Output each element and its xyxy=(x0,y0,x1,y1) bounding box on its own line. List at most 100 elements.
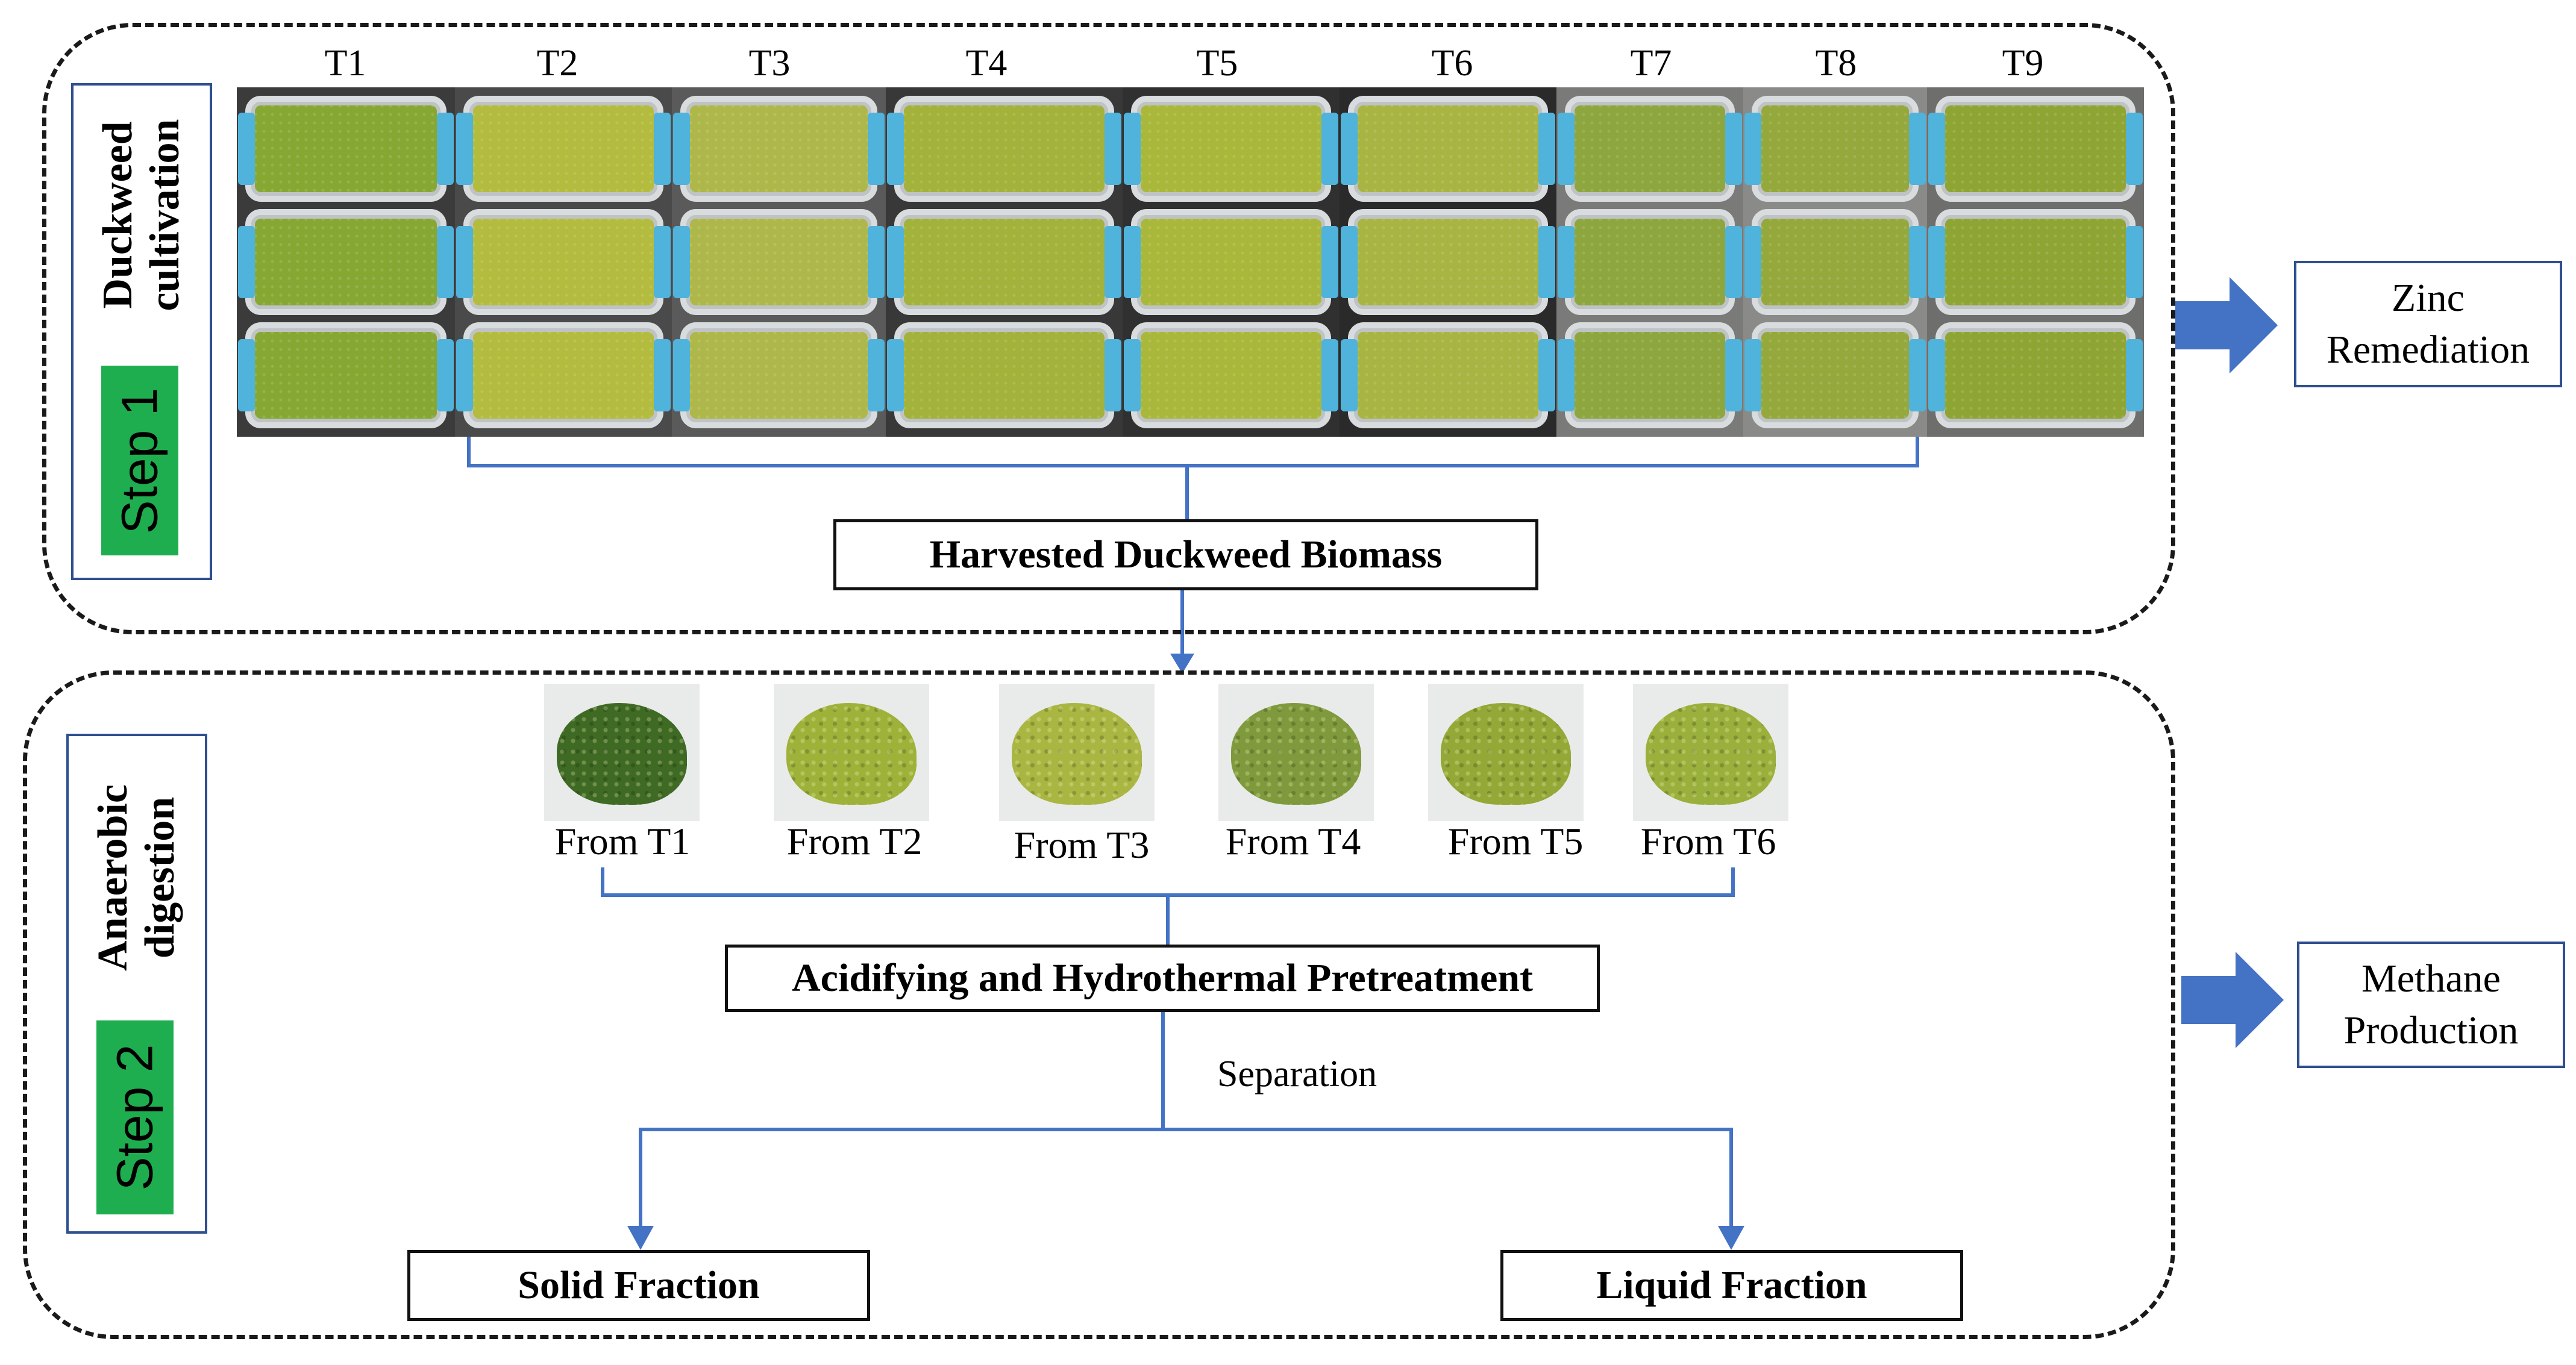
tray-clip xyxy=(1124,339,1141,411)
tray-column-5 xyxy=(1123,87,1340,437)
treatment-label-t9: T9 xyxy=(2002,43,2044,84)
tray-clip xyxy=(1105,339,1121,411)
tray-clip xyxy=(1744,339,1761,411)
duckweed-tray xyxy=(680,209,877,315)
sample-label-3: From T3 xyxy=(1014,823,1150,866)
tray-clip xyxy=(673,113,690,185)
duckweed-tray xyxy=(1348,96,1548,202)
biomass-pile xyxy=(786,702,917,805)
treatment-label-t6: T6 xyxy=(1431,43,1473,84)
duckweed-tray xyxy=(1565,209,1735,315)
duckweed-tray xyxy=(1131,322,1331,428)
step1-side-title: Duckweed cultivation xyxy=(95,119,188,311)
duckweed-tray xyxy=(1935,209,2136,315)
sample-photo-3 xyxy=(999,684,1155,821)
duckweed-tray xyxy=(245,96,447,202)
liquid-fraction-box: Liquid Fraction xyxy=(1500,1250,1963,1321)
sample-label-5: From T5 xyxy=(1447,820,1584,863)
zinc-remediation-box: Zinc Remediation xyxy=(2294,261,2562,387)
duckweed-tray xyxy=(1935,96,2136,202)
tray-clip xyxy=(887,339,904,411)
tray-clip xyxy=(1928,339,1945,411)
duckweed-tray xyxy=(463,96,663,202)
tray-clip xyxy=(437,113,454,185)
sample-photo-1 xyxy=(544,684,700,821)
step2-side-panel: Anaerobic digestion Step 2 xyxy=(66,734,207,1234)
biomass-pile xyxy=(556,702,688,805)
duckweed-tray-photo xyxy=(237,87,2144,437)
duckweed-tray xyxy=(463,209,663,315)
biomass-pile xyxy=(1440,702,1572,805)
tray-clip xyxy=(1558,339,1575,411)
tray-clip xyxy=(1558,226,1575,298)
duckweed-tray xyxy=(1565,96,1735,202)
tray-column-6 xyxy=(1340,87,1556,437)
sample-photo-4 xyxy=(1218,684,1374,821)
tray-clip xyxy=(238,339,255,411)
tray-clip xyxy=(868,113,885,185)
harvested-biomass-box: Harvested Duckweed Biomass xyxy=(833,519,1538,590)
tray-clip xyxy=(1928,226,1945,298)
tray-clip xyxy=(1538,226,1555,298)
duckweed-tray xyxy=(680,96,877,202)
treatment-label-t4: T4 xyxy=(965,43,1008,84)
tray-clip xyxy=(868,339,885,411)
step1-dashed-frame xyxy=(42,23,2175,634)
duckweed-tray xyxy=(1565,322,1735,428)
solid-arrowhead xyxy=(627,1226,654,1250)
sample-photo-6 xyxy=(1633,684,1788,821)
tray-column-8 xyxy=(1743,87,1927,437)
tray-clip xyxy=(673,339,690,411)
tray-clip xyxy=(654,113,671,185)
duckweed-tray xyxy=(894,96,1114,202)
harvest-arrowhead xyxy=(1170,654,1194,673)
tray-clip xyxy=(887,226,904,298)
duckweed-tray xyxy=(1131,96,1331,202)
treatment-label-t1: T1 xyxy=(324,43,366,84)
duckweed-tray xyxy=(463,322,663,428)
liquid-arrowhead xyxy=(1718,1226,1744,1250)
step2-badge: Step 2 xyxy=(96,1020,174,1214)
duckweed-tray xyxy=(894,322,1114,428)
solid-fraction-box: Solid Fraction xyxy=(407,1250,870,1321)
tray-column-7 xyxy=(1556,87,1743,437)
treatment-label-t5: T5 xyxy=(1196,43,1238,84)
tray-clip xyxy=(673,226,690,298)
tray-clip xyxy=(1341,113,1358,185)
tray-clip xyxy=(456,113,473,185)
biomass-pile xyxy=(1011,702,1142,805)
tray-clip xyxy=(1909,226,1926,298)
sample-photo-5 xyxy=(1428,684,1584,821)
tray-clip xyxy=(1725,226,1742,298)
tray-clip xyxy=(1124,226,1141,298)
tray-clip xyxy=(1538,113,1555,185)
step1-side-panel: Duckweed cultivation Step 1 xyxy=(71,83,212,580)
duckweed-tray xyxy=(1348,322,1548,428)
tray-clip xyxy=(1909,339,1926,411)
duckweed-tray xyxy=(894,209,1114,315)
tray-clip xyxy=(1558,113,1575,185)
pretreatment-box: Acidifying and Hydrothermal Pretreatment xyxy=(725,945,1600,1012)
tray-clip xyxy=(456,226,473,298)
tray-column-9 xyxy=(1927,87,2144,437)
step1-badge-label: Step 1 xyxy=(111,387,168,534)
tray-column-1 xyxy=(237,87,455,437)
step2-side-title: Anaerobic digestion xyxy=(90,784,183,971)
tray-column-3 xyxy=(672,87,886,437)
duckweed-tray xyxy=(1752,96,1919,202)
duckweed-tray xyxy=(245,322,447,428)
treatment-label-t8: T8 xyxy=(1815,43,1857,84)
tray-clip xyxy=(2126,339,2143,411)
tray-clip xyxy=(887,113,904,185)
tray-clip xyxy=(2126,226,2143,298)
step1-output-arrow xyxy=(2175,277,2278,373)
pretreatment-label: Acidifying and Hydrothermal Pretreatment xyxy=(791,956,1534,1000)
tray-column-2 xyxy=(455,87,672,437)
step1-badge: Step 1 xyxy=(101,366,178,555)
step2-dashed-frame xyxy=(23,670,2175,1339)
sample-label-1: From T1 xyxy=(554,820,691,863)
tray-clip xyxy=(2126,113,2143,185)
tray-clip xyxy=(1538,339,1555,411)
tray-clip xyxy=(1744,226,1761,298)
